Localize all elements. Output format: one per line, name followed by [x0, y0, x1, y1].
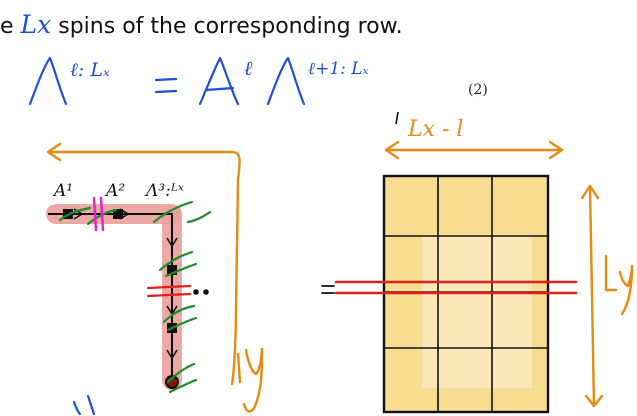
width-arrow-icon — [384, 140, 564, 160]
tensor-labels: A¹ A² Λ³:ᴸˣ — [52, 181, 184, 201]
orange-bracket-icon — [46, 142, 241, 386]
red-cut-small — [146, 284, 192, 298]
sentence-suffix: spins of the corresponding row. — [58, 14, 403, 39]
label-a2: A² — [104, 181, 125, 201]
side-y-icon — [236, 347, 264, 413]
magenta-cut — [92, 196, 105, 232]
boundary-band — [46, 204, 182, 390]
green-legs — [58, 200, 212, 394]
handwritten-equation: ℓ: Lₓ ℓ ℓ+1: Lₓ — [28, 56, 369, 106]
width-label: Lx - l — [407, 117, 463, 142]
label-lambda: Λ³:ᴸˣ — [144, 181, 184, 201]
red-cut-line — [334, 280, 578, 295]
svg-text:ℓ+1: Lₓ: ℓ+1: Lₓ — [308, 59, 369, 79]
body-sentence: e Lx spins of the corresponding row. — [0, 10, 403, 39]
sentence-prefix: e — [0, 14, 14, 39]
tensor-network-lines — [48, 208, 209, 389]
svg-text:ℓ: ℓ — [244, 56, 253, 80]
equation-number: (2) — [468, 82, 488, 98]
svg-text:ℓ: Lₓ: ℓ: Lₓ — [70, 59, 110, 81]
lx-symbol: Lx — [20, 10, 52, 39]
equals-sign — [321, 285, 335, 294]
bottom-mark — [72, 394, 96, 416]
height-arrow-icon — [580, 184, 634, 408]
label-a1: A¹ — [52, 181, 73, 201]
comma-mark — [395, 111, 399, 125]
